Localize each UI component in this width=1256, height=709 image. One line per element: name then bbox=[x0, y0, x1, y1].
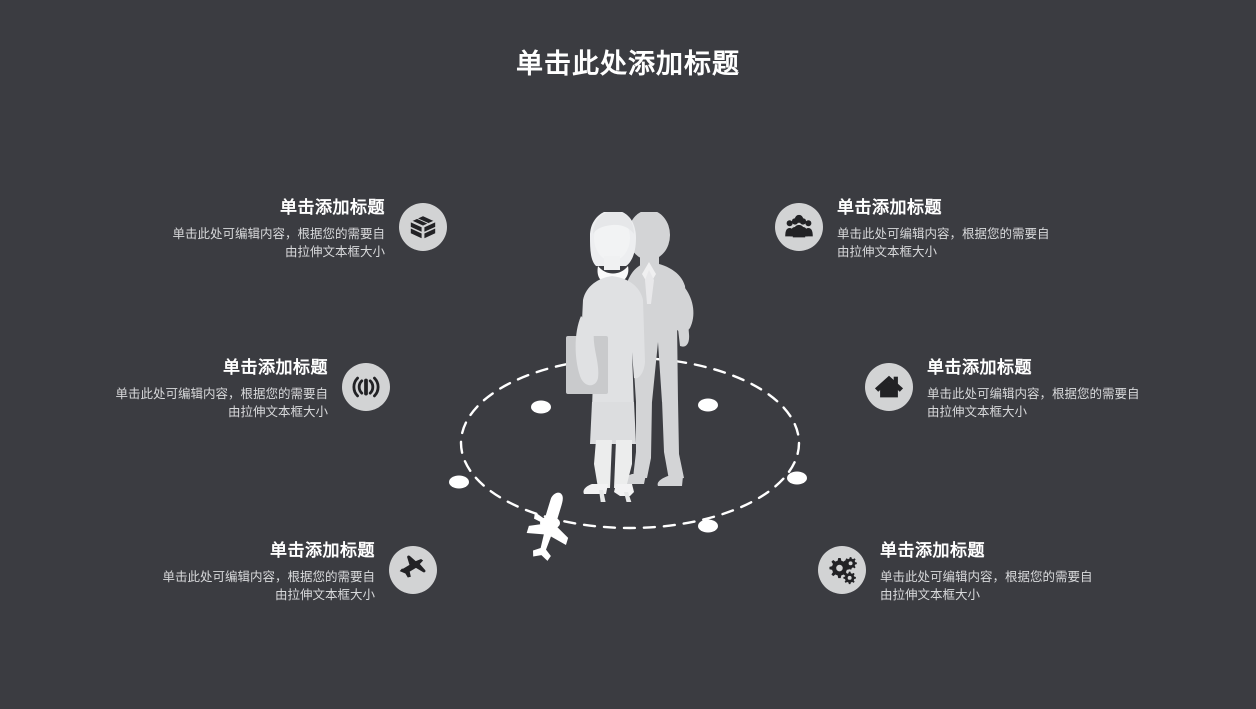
feature-description: 单击此处可编辑内容，根据您的需要自由拉伸文本框大小 bbox=[927, 387, 1140, 419]
feature-description: 单击此处可编辑内容，根据您的需要自由拉伸文本框大小 bbox=[115, 387, 328, 419]
feature-title: 单击添加标题 bbox=[927, 358, 1032, 377]
gears-icon[interactable] bbox=[818, 546, 866, 594]
feature-title: 单击添加标题 bbox=[880, 541, 985, 560]
feature-text-block: 单击添加标题 单击此处可编辑内容，根据您的需要自由拉伸文本框大小 bbox=[113, 353, 328, 421]
feature-item-airplane[interactable]: 单击添加标题 单击此处可编辑内容，根据您的需要自由拉伸文本框大小 bbox=[160, 536, 437, 604]
feature-text-block: 单击添加标题 单击此处可编辑内容，根据您的需要自由拉伸文本框大小 bbox=[837, 193, 1052, 261]
feature-item-house[interactable]: 单击添加标题 单击此处可编辑内容，根据您的需要自由拉伸文本框大小 bbox=[865, 353, 1142, 421]
house-icon[interactable] bbox=[865, 363, 913, 411]
people-group-icon[interactable] bbox=[775, 203, 823, 251]
feature-text-block: 单击添加标题 单击此处可编辑内容，根据您的需要自由拉伸文本框大小 bbox=[880, 536, 1095, 604]
house-icon-glyph bbox=[874, 375, 904, 398]
feature-title: 单击添加标题 bbox=[223, 358, 328, 377]
page-title: 单击此处添加标题 bbox=[516, 49, 740, 79]
gears-icon-glyph bbox=[829, 557, 857, 585]
feature-title: 单击添加标题 bbox=[837, 198, 942, 217]
center-stage bbox=[440, 200, 820, 580]
feature-description: 单击此处可编辑内容，根据您的需要自由拉伸文本框大小 bbox=[880, 570, 1093, 602]
feature-title: 单击添加标题 bbox=[280, 198, 385, 217]
feature-description: 单击此处可编辑内容，根据您的需要自由拉伸文本框大小 bbox=[837, 227, 1050, 259]
dashed-ellipse-orbit bbox=[449, 356, 807, 561]
two-business-people-silhouette bbox=[566, 212, 694, 502]
airplane-on-orbit bbox=[526, 492, 569, 561]
airplane-icon[interactable] bbox=[389, 546, 437, 594]
feature-item-gears[interactable]: 单击添加标题 单击此处可编辑内容，根据您的需要自由拉伸文本框大小 bbox=[818, 536, 1095, 604]
feature-item-people[interactable]: 单击添加标题 单击此处可编辑内容，根据您的需要自由拉伸文本框大小 bbox=[775, 193, 1052, 261]
open-box-icon[interactable] bbox=[399, 203, 447, 251]
feature-title: 单击添加标题 bbox=[270, 541, 375, 560]
feature-text-block: 单击添加标题 单击此处可编辑内容，根据您的需要自由拉伸文本框大小 bbox=[160, 536, 375, 604]
open-box-icon-glyph bbox=[410, 215, 436, 239]
feature-item-box[interactable]: 单击添加标题 单击此处可编辑内容，根据您的需要自由拉伸文本框大小 bbox=[170, 193, 447, 261]
people-group-icon-glyph bbox=[785, 214, 813, 238]
airplane-icon-glyph bbox=[399, 555, 426, 578]
feature-description: 单击此处可编辑内容，根据您的需要自由拉伸文本框大小 bbox=[172, 227, 385, 259]
broadcast-signal-icon-glyph bbox=[352, 376, 380, 398]
feature-text-block: 单击添加标题 单击此处可编辑内容，根据您的需要自由拉伸文本框大小 bbox=[927, 353, 1142, 421]
feature-item-signal[interactable]: 单击添加标题 单击此处可编辑内容，根据您的需要自由拉伸文本框大小 bbox=[113, 353, 390, 421]
feature-text-block: 单击添加标题 单击此处可编辑内容，根据您的需要自由拉伸文本框大小 bbox=[170, 193, 385, 261]
broadcast-signal-icon[interactable] bbox=[342, 363, 390, 411]
feature-description: 单击此处可编辑内容，根据您的需要自由拉伸文本框大小 bbox=[162, 570, 375, 602]
